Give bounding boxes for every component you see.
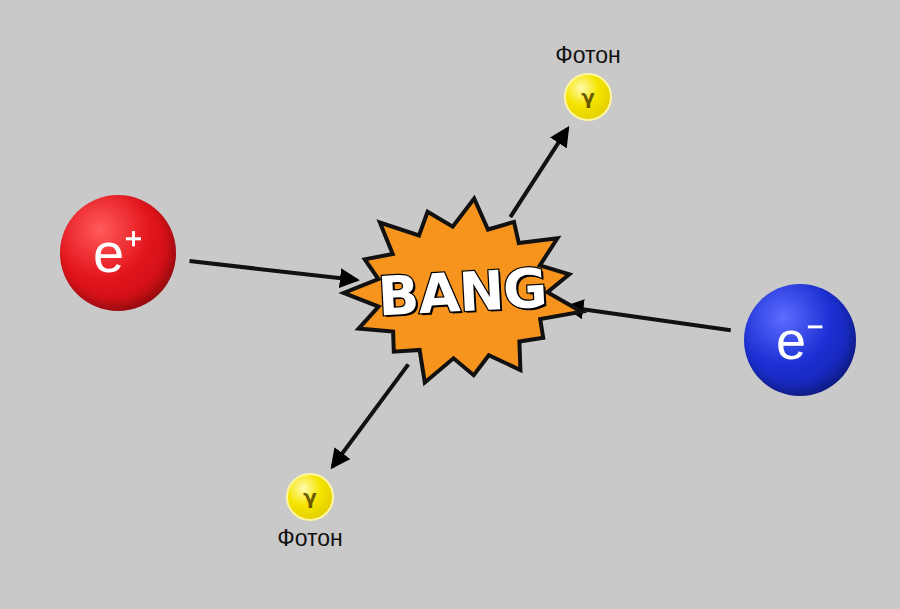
photon-node: γФотон [275, 473, 345, 556]
particle-symbol: e⁻ [776, 313, 824, 367]
particle-symbol: e⁺ [93, 225, 143, 281]
photon-symbol: γ [303, 487, 317, 507]
photon-node: Фотон γ [553, 38, 623, 121]
explosion-burst: BANG [337, 195, 587, 390]
photon-label: Фотон [553, 38, 623, 73]
particle-disc: e⁺ [60, 195, 176, 311]
photon-disc: γ [286, 473, 334, 521]
arrow-connector [510, 129, 567, 217]
photon-disc: γ [564, 73, 612, 121]
electron-circle: e⁻ [744, 284, 856, 396]
photon-label: Фотон [275, 521, 345, 556]
arrow-connector [333, 364, 409, 466]
positron-circle: e⁺ [60, 195, 176, 311]
arrow-connector [567, 307, 731, 330]
burst-word: BANG [376, 256, 548, 328]
photon-symbol: γ [581, 87, 595, 107]
particle-disc: e⁻ [744, 284, 856, 396]
arrow-connector [190, 261, 357, 280]
